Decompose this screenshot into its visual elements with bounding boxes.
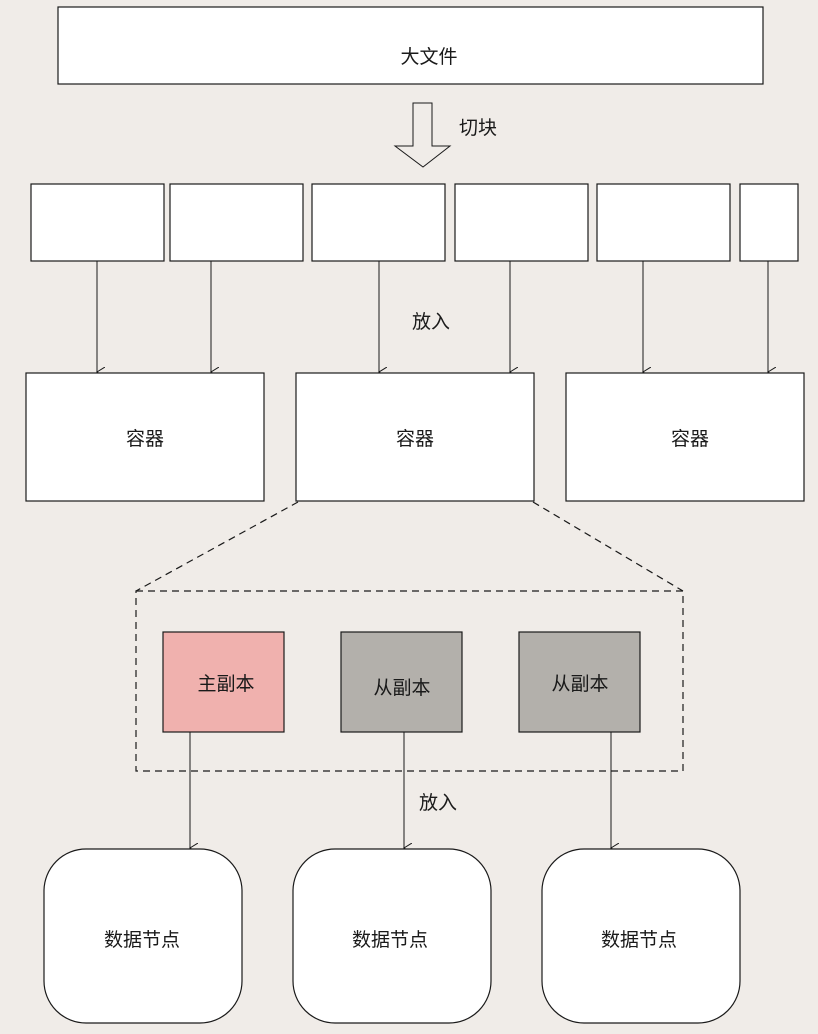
big-file-label: 大文件 bbox=[400, 46, 457, 68]
chunk-block bbox=[311, 183, 446, 262]
big-file-box: 大文件 bbox=[57, 6, 764, 85]
chunk-block bbox=[596, 183, 731, 262]
put-in-label-top: 放入 bbox=[412, 311, 450, 333]
chunk-block bbox=[454, 183, 589, 262]
replica-label: 主副本 bbox=[197, 673, 254, 695]
data-node-label: 数据节点 bbox=[104, 929, 180, 951]
replica-label: 从副本 bbox=[373, 677, 430, 699]
container-box: 容器 bbox=[25, 372, 265, 502]
chunk-block bbox=[30, 183, 165, 262]
secondary-replica: 从副本 bbox=[340, 631, 463, 733]
put-in-label-bottom: 放入 bbox=[419, 792, 457, 814]
chunk-block bbox=[169, 183, 304, 262]
container-label: 容器 bbox=[671, 428, 709, 450]
zoom-line-left bbox=[135, 501, 299, 592]
chunk-blocks bbox=[30, 183, 799, 262]
zoom-line-right bbox=[532, 501, 684, 592]
replica-label: 从副本 bbox=[551, 673, 608, 695]
chunk-to-container-arrows bbox=[97, 261, 768, 372]
data-node: 数据节点 bbox=[292, 848, 492, 1024]
container-label: 容器 bbox=[396, 428, 434, 450]
chunk-block bbox=[739, 183, 799, 262]
data-node-label: 数据节点 bbox=[352, 929, 428, 951]
container-label: 容器 bbox=[126, 428, 164, 450]
data-node-label: 数据节点 bbox=[601, 929, 677, 951]
split-label: 切块 bbox=[459, 117, 497, 139]
container-detail-frame bbox=[135, 590, 684, 772]
primary-replica: 主副本 bbox=[162, 631, 285, 733]
data-node: 数据节点 bbox=[541, 848, 741, 1024]
secondary-replica: 从副本 bbox=[518, 631, 641, 733]
container-box: 容器 bbox=[295, 372, 535, 502]
container-box: 容器 bbox=[565, 372, 805, 502]
split-arrow-icon bbox=[393, 102, 452, 168]
replica-to-node-arrows bbox=[190, 732, 611, 848]
data-node: 数据节点 bbox=[43, 848, 243, 1024]
